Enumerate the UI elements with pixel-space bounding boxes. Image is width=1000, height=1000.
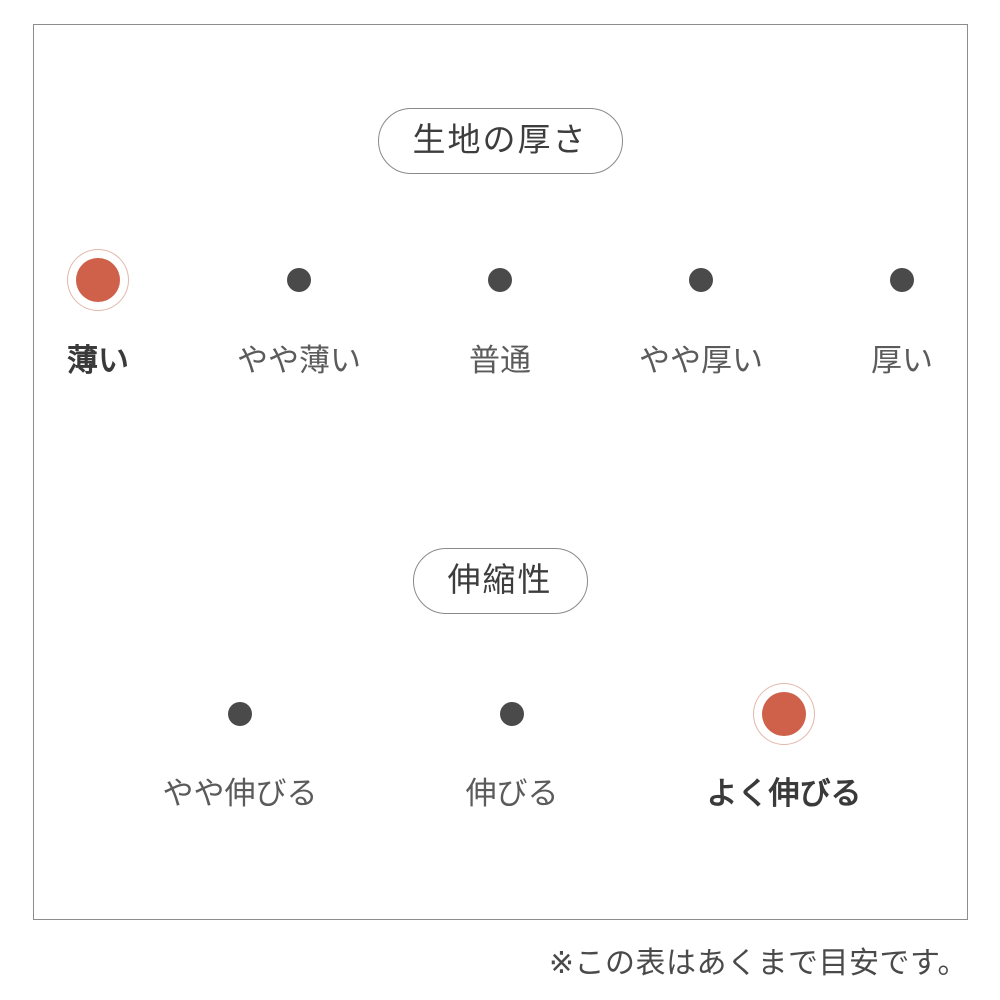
- section-title-thickness: 生地の厚さ: [377, 108, 623, 174]
- scale-thickness-label-4: 厚い: [871, 343, 933, 378]
- section-title-thickness-row: 生地の厚さ: [0, 108, 1000, 174]
- scale-thickness-node-2[interactable]: [488, 268, 512, 292]
- scale-stretch-node-0[interactable]: [228, 702, 252, 726]
- scale-stretch-node-1[interactable]: [500, 702, 524, 726]
- scale-thickness: [76, 256, 914, 304]
- scale-stretch-node-2[interactable]: [762, 692, 806, 736]
- scale-thickness-label-2: 普通: [469, 343, 531, 378]
- scale-thickness-label-1: やや薄い: [237, 343, 361, 378]
- scale-stretch-label-2: よく伸びる: [706, 776, 862, 811]
- scale-stretch-label-0: やや伸びる: [162, 776, 318, 811]
- scale-thickness-label-0: 薄い: [67, 343, 129, 378]
- section-title-stretch-row: 伸縮性: [0, 548, 1000, 614]
- footnote-note: ※この表はあくまで目安です。: [548, 947, 968, 980]
- scale-thickness-node-4[interactable]: [890, 268, 914, 292]
- scale-thickness-node-3[interactable]: [689, 268, 713, 292]
- scale-thickness-label-3: やや厚い: [639, 343, 763, 378]
- section-title-stretch: 伸縮性: [412, 548, 588, 614]
- scale-stretch: [228, 690, 806, 738]
- scale-thickness-node-0[interactable]: [76, 258, 120, 302]
- scale-thickness-node-1[interactable]: [287, 268, 311, 292]
- scale-stretch-label-1: 伸びる: [465, 776, 559, 811]
